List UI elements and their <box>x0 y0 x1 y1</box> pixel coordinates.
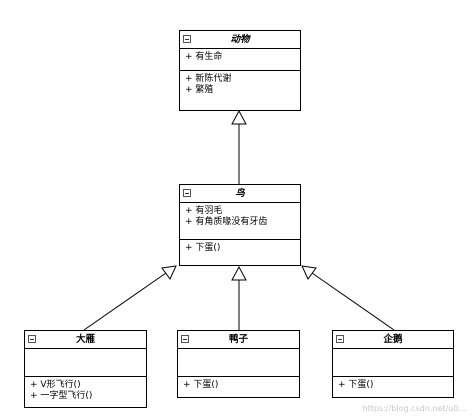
class-bird[interactable]: 鸟 + 有羽毛 + 有角质喙没有牙齿 + 下蛋() <box>179 184 301 266</box>
operation: + 繁殖 <box>185 85 214 95</box>
operations-section: + 下蛋() <box>333 377 453 394</box>
operations-section: + V形飞行() + 一字型飞行() <box>25 377 146 405</box>
operations-section: + 新陈代谢 + 繁殖 <box>180 71 300 99</box>
class-name: 鸭子 <box>228 334 248 345</box>
class-name: 动物 <box>230 34 250 45</box>
collapse-icon[interactable] <box>336 335 344 343</box>
attribute: + 有羽毛 <box>185 206 223 216</box>
collapse-icon[interactable] <box>28 335 36 343</box>
class-animal-header: 动物 <box>180 31 300 49</box>
class-animal[interactable]: 动物 + 有生命 + 新陈代谢 + 繁殖 <box>179 30 301 111</box>
attribute: + 有角质喙没有牙齿 <box>185 217 268 227</box>
watermark: https://blog.csdn.net/u0... <box>362 404 466 413</box>
collapse-icon[interactable] <box>183 189 191 197</box>
class-penguin[interactable]: 企鹅 + 下蛋() <box>332 330 454 398</box>
operation: + 下蛋() <box>183 380 219 390</box>
operation: + 下蛋() <box>338 380 374 390</box>
class-name: 企鹅 <box>383 334 403 345</box>
generalization-bird-animal <box>231 109 247 184</box>
class-penguin-header: 企鹅 <box>333 331 453 349</box>
class-duck[interactable]: 鸭子 + 下蛋() <box>177 330 300 398</box>
operation: + V形飞行() <box>30 380 81 390</box>
operations-section: + 下蛋() <box>180 240 300 257</box>
generalization-duck-bird <box>231 265 247 330</box>
generalization-eagle-bird <box>83 265 177 331</box>
collapse-icon[interactable] <box>183 35 191 43</box>
class-eagle[interactable]: 大雁 + V形飞行() + 一字型飞行() <box>24 330 147 408</box>
attributes-section <box>25 349 146 377</box>
attributes-section <box>333 349 453 377</box>
attribute: + 有生命 <box>185 52 223 62</box>
operation: + 一字型飞行() <box>30 391 93 401</box>
collapse-icon[interactable] <box>181 335 189 343</box>
attributes-section: + 有生命 <box>180 49 300 71</box>
attributes-section <box>178 349 299 377</box>
class-name: 大雁 <box>75 334 95 345</box>
attributes-section: + 有羽毛 + 有角质喙没有牙齿 <box>180 203 300 240</box>
class-duck-header: 鸭子 <box>178 331 299 349</box>
class-bird-header: 鸟 <box>180 185 300 203</box>
class-eagle-header: 大雁 <box>25 331 146 349</box>
generalization-penguin-bird <box>301 265 395 331</box>
operation: + 新陈代谢 <box>185 74 232 84</box>
class-name: 鸟 <box>235 188 245 199</box>
operations-section: + 下蛋() <box>178 377 299 394</box>
operation: + 下蛋() <box>185 243 221 253</box>
